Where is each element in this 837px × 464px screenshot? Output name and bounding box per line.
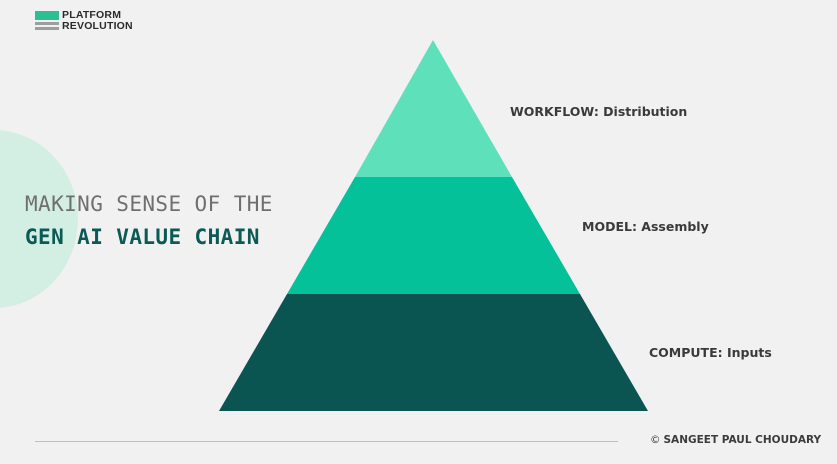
logo-line-1: PLATFORM: [62, 9, 122, 21]
pyramid-tier-compute: [219, 294, 648, 411]
pyramid-tier-workflow: [355, 40, 512, 177]
platform-revolution-logo: PLATFORM REVOLUTION: [35, 10, 145, 32]
title-line-1: MAKING SENSE OF THE: [25, 192, 273, 216]
tier-label-model: MODEL: Assembly: [582, 219, 709, 234]
logo-bar-bottom: [35, 27, 59, 30]
tier-label-workflow: WORKFLOW: Distribution: [510, 104, 688, 119]
tier-label-compute: COMPUTE: Inputs: [649, 345, 772, 360]
author-name: SANGEET PAUL CHOUDARY: [663, 434, 822, 446]
logo-bar-middle: [35, 22, 59, 25]
slide-title: MAKING SENSE OF THE GEN AI VALUE CHAIN: [25, 188, 273, 254]
logo-wordmark: PLATFORM REVOLUTION: [62, 10, 133, 31]
pyramid-tier-model: [287, 177, 580, 294]
logo-mark-icon: [35, 11, 59, 31]
author-credit: ©SANGEET PAUL CHOUDARY: [650, 434, 821, 446]
logo-bar-top: [35, 11, 59, 20]
footer-divider: [35, 441, 618, 442]
title-line-2: GEN AI VALUE CHAIN: [25, 225, 260, 249]
logo-line-2: REVOLUTION: [62, 19, 133, 32]
copyright-icon: ©: [650, 434, 661, 446]
